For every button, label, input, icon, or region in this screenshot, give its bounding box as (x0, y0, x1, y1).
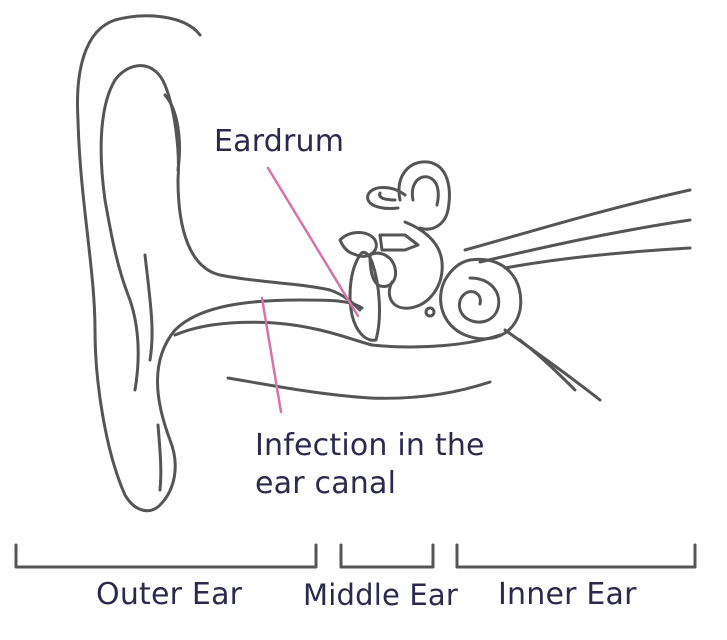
concha-fold (163, 93, 181, 172)
auditory-nerve-middle (478, 218, 692, 264)
inner-ear-bracket (455, 543, 697, 569)
eardrum-membrane (348, 250, 381, 342)
antihelix-fold (99, 64, 180, 392)
middle-ear-bracket (339, 543, 435, 569)
lower-boundary-line (226, 376, 492, 400)
eustachian-tube-lower (503, 328, 602, 402)
semicircular-canal-left (366, 186, 407, 210)
infection-pointer-line (260, 296, 283, 414)
auditory-nerve-upper (463, 188, 692, 252)
cochlea-spiral (458, 276, 501, 324)
eardrum-pointer-line (266, 166, 360, 318)
ear-canal-lower-wall (173, 320, 374, 347)
semicircular-canal-left-inner (378, 191, 397, 202)
stapes-bone (378, 233, 420, 252)
ear-canal-upper-wall (176, 178, 362, 312)
auditory-nerve-lower (503, 246, 692, 270)
middle-ear-label: Middle Ear (303, 578, 459, 612)
inner-ear-label: Inner Ear (498, 577, 637, 612)
semicircular-canal-top-inner (410, 175, 440, 207)
vestibule (387, 220, 444, 310)
outer-ear-label: Outer Ear (96, 577, 243, 612)
auricle-outline (76, 14, 364, 513)
lobule-fold (156, 423, 163, 492)
antitragus-fold (143, 253, 154, 362)
eustachian-tube-upper (370, 333, 502, 349)
infection-label-line-2: ear canal (255, 466, 397, 501)
infection-label-line-1: Infection in the (255, 428, 485, 463)
inner-floor-line (518, 338, 577, 392)
malleus-bone (338, 231, 378, 258)
eardrum-label: Eardrum (214, 124, 345, 159)
round-window (424, 306, 436, 318)
outer-ear-bracket (14, 543, 318, 569)
cochlea-outer (439, 257, 523, 341)
semicircular-canal-top (397, 160, 451, 231)
